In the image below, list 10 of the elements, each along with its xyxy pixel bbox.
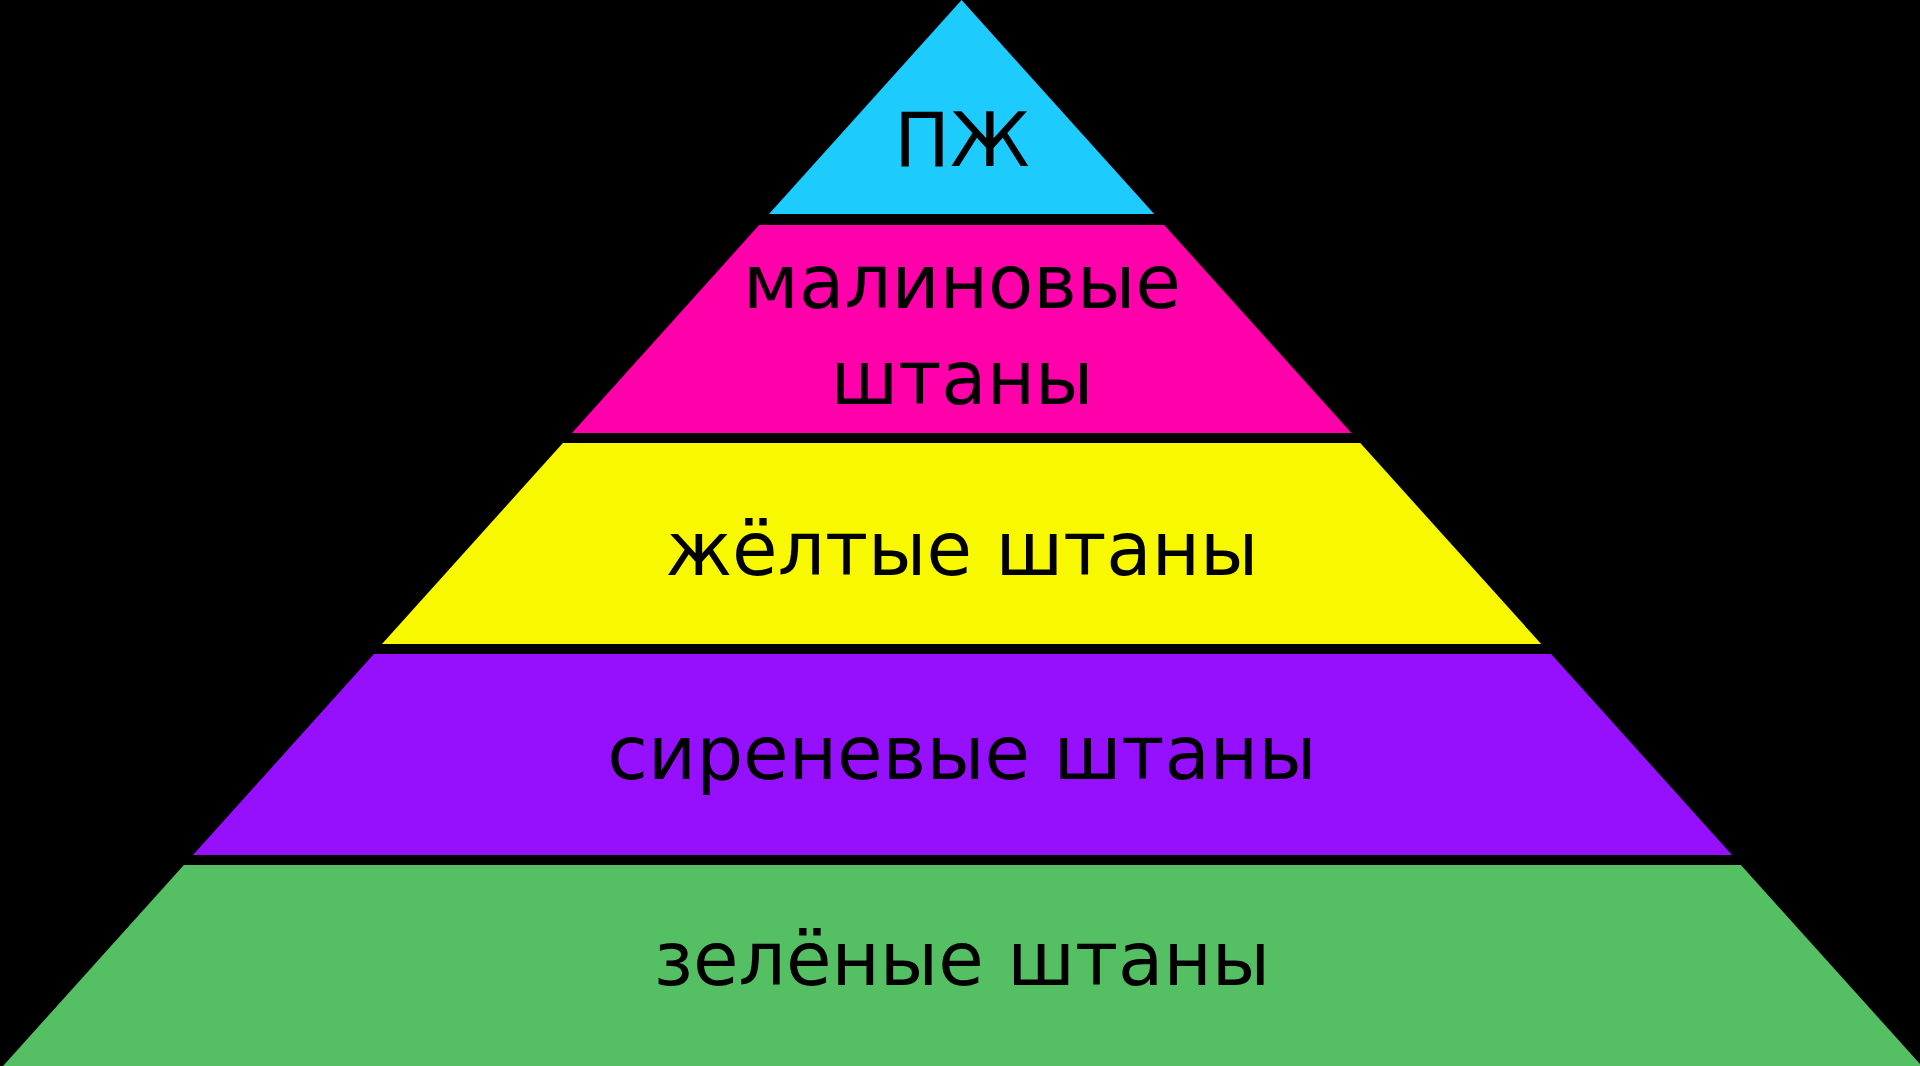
- tier-label: малиновые штаны: [742, 238, 1182, 423]
- tier-label: ПЖ: [894, 96, 1030, 185]
- tier-label: зелёные штаны: [653, 915, 1271, 1004]
- tier-label: жёлтые штаны: [665, 505, 1259, 594]
- pyramid-tier: [382, 443, 1542, 644]
- tier-label: сиреневые штаны: [607, 709, 1317, 798]
- pyramid-tier: [2, 865, 1920, 1066]
- pyramid-tier: [769, 0, 1155, 214]
- pyramid-tier: [572, 225, 1352, 433]
- pyramid-tier: [192, 654, 1732, 855]
